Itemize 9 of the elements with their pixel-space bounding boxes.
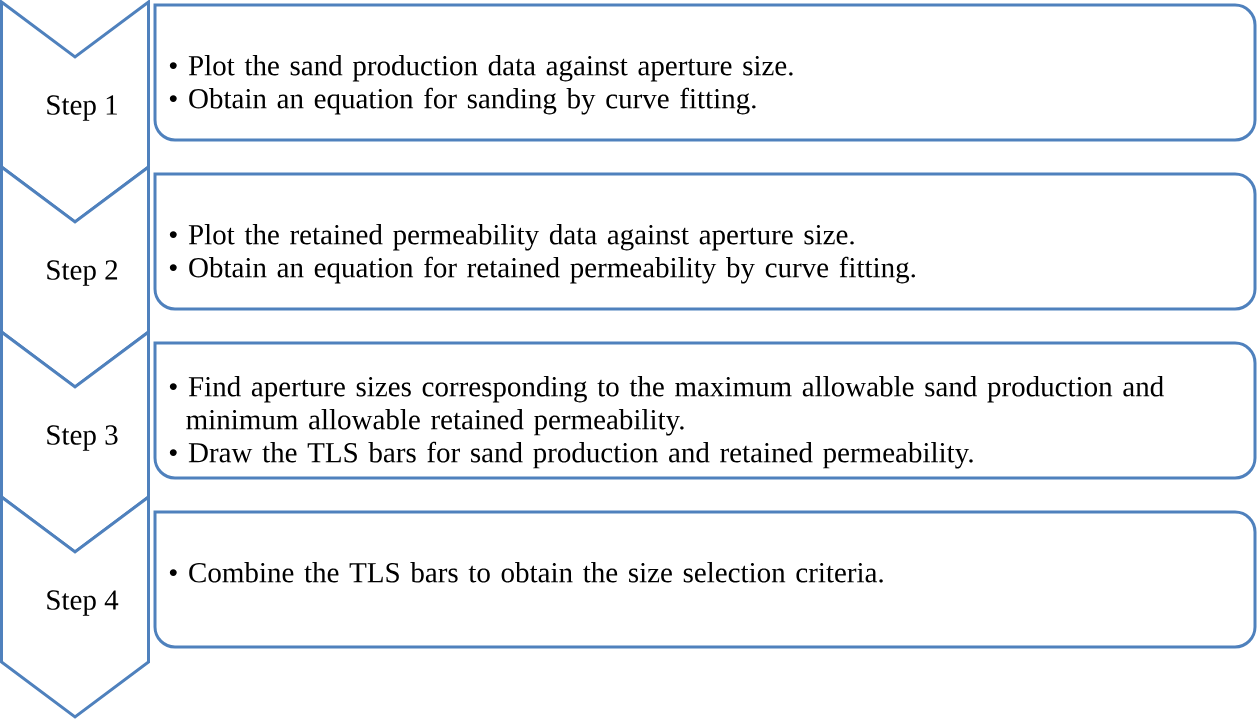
step-box: • Plot the sand production data against aperture size. • Obtain an equation for sanding by curve fitting.	[153, 3, 1257, 142]
step-box: • Combine the TLS bars to obtain the size selection criteria.	[153, 510, 1257, 649]
chevron-step: Step 4	[0, 494, 150, 719]
chevron-step: Step 1	[0, 0, 150, 224]
step-box: • Plot the retained permeability data against aperture size. • Obtain an equation for retained permeability by curve fitting.	[153, 172, 1257, 311]
chevron-step: Step 2	[0, 164, 150, 389]
chevron-step: Step 3	[0, 329, 150, 554]
node-label: Step 4	[47, 590, 119, 616]
step-box: • Find aperture sizes corresponding to the maximum allowable sand production and minimum allowable retained permeability. • Draw the TLS bars for sand production and retained permeability.	[153, 341, 1257, 480]
